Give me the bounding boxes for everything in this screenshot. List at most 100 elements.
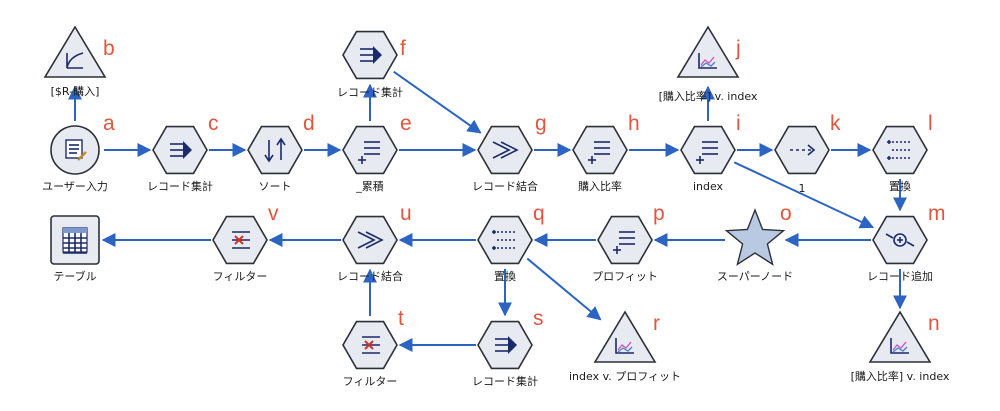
node-m-label: レコード追加 [867,269,933,283]
node-q-letter: q [533,202,545,225]
plot-icon [698,53,717,69]
node-k-letter: k [830,112,841,135]
node-h-shape [572,125,628,175]
node-c-letter: c [208,112,219,135]
node-f-letter: f [400,37,406,60]
node-l-label: 置換 [889,180,911,193]
edge-q-r [526,257,602,321]
node-n-label: [購入比率] v. index [851,369,950,383]
node-h-letter: h [628,112,640,135]
append-icon [885,233,915,247]
derive-icon [613,231,635,254]
edge-f-g [393,70,482,134]
node-w-label: テーブル [53,269,96,283]
node-n-shape [868,310,932,363]
node-o[interactable]: スーパーノード o [717,202,793,283]
node-v-label: フィルター [213,270,268,283]
node-l-letter: l [928,112,933,135]
node-b[interactable]: [$R-購入] b [43,25,115,98]
node-p-label: プロフィット [592,270,658,283]
node-n-letter: n [928,312,940,335]
node-a-letter: a [103,112,115,135]
node-p-letter: p [653,202,665,225]
node-s-letter: s [533,307,544,330]
node-d-shape [247,125,303,175]
node-k[interactable]: 1k [774,112,841,195]
node-p-shape [597,215,653,265]
aggregate-icon [495,336,517,354]
node-e-letter: e [400,112,412,135]
node-c-label: レコード集計 [147,179,213,193]
node-e[interactable]: _累積 e [342,112,412,193]
node-d[interactable]: ソート d [247,112,315,193]
node-a-label: ユーザー入力 [42,180,108,193]
filler-icon [492,230,515,250]
node-v[interactable]: フィルター v [212,202,279,283]
node-h[interactable]: 購入比率 h [572,112,640,193]
node-u-letter: u [400,202,412,225]
sort-icon [264,137,286,163]
node-f-label: レコード集計 [337,85,403,99]
node-h-label: 購入比率 [578,179,622,193]
node-f[interactable]: レコード集計 f [337,30,406,99]
filter-icon [362,336,380,354]
node-o-label: スーパーノード [717,270,793,283]
node-t-label: フィルター [343,375,398,388]
node-c[interactable]: レコード集計 c [147,112,219,193]
node-q[interactable]: 置換 q [477,202,545,283]
merge-icon [492,141,519,159]
aggregate-icon [170,141,192,159]
node-t[interactable]: フィルター t [342,307,404,388]
node-d-label: ソート [259,180,292,193]
node-b-letter: b [103,37,115,60]
node-t-letter: t [398,307,404,330]
node-d-letter: d [303,112,315,135]
connection-layer [68,70,907,352]
aggregate-icon [360,46,382,64]
user-input-icon [65,139,87,161]
node-s-label: レコード集計 [472,374,538,388]
node-g-label: レコード結合 [472,179,538,193]
node-a[interactable]: ユーザー入力 a [42,112,115,193]
node-o-shape [724,208,786,266]
node-i-letter: i [736,112,741,135]
node-j-letter: j [735,37,741,60]
node-e-shape [342,125,398,175]
node-i-shape [680,125,736,175]
table-icon [62,227,88,254]
node-u-label: レコード結合 [337,269,403,283]
filler-icon [887,140,910,160]
node-p[interactable]: プロフィット p [592,202,665,283]
node-j-label: [購入比率] v. index [659,89,758,103]
node-w[interactable]: テーブル [50,215,100,283]
plot-icon [615,338,634,354]
node-j-shape [676,25,740,78]
node-l[interactable]: 置換 l [872,112,933,193]
node-v-letter: v [268,202,279,225]
node-k-label: 1 [799,182,806,195]
node-q-label: 置換 [494,270,516,283]
derive-icon [588,141,610,164]
node-j[interactable]: [購入比率] v. index j [659,25,758,103]
model-nugget-icon [66,52,84,69]
node-g[interactable]: レコード結合 g [472,112,547,193]
node-layer: ユーザー入力a[$R-購入]bレコード集計cソートd_累積eレコード集計fレコー… [42,25,950,388]
edge-i-m [733,161,875,229]
node-b-label: [$R-購入] [51,84,100,98]
node-s[interactable]: レコード集計 s [472,307,544,388]
node-g-letter: g [535,112,547,135]
node-u[interactable]: レコード結合 u [337,202,412,283]
node-o-letter: o [780,202,792,225]
node-r-shape [593,310,657,363]
node-r-label: index v. プロフィット [569,370,681,383]
merge-icon [357,231,384,249]
node-e-label: _累積 [355,179,384,193]
derive-icon [358,141,380,164]
node-b-shape [43,25,107,78]
node-n[interactable]: [購入比率] v. index n [851,310,950,383]
derive-icon [696,141,718,164]
